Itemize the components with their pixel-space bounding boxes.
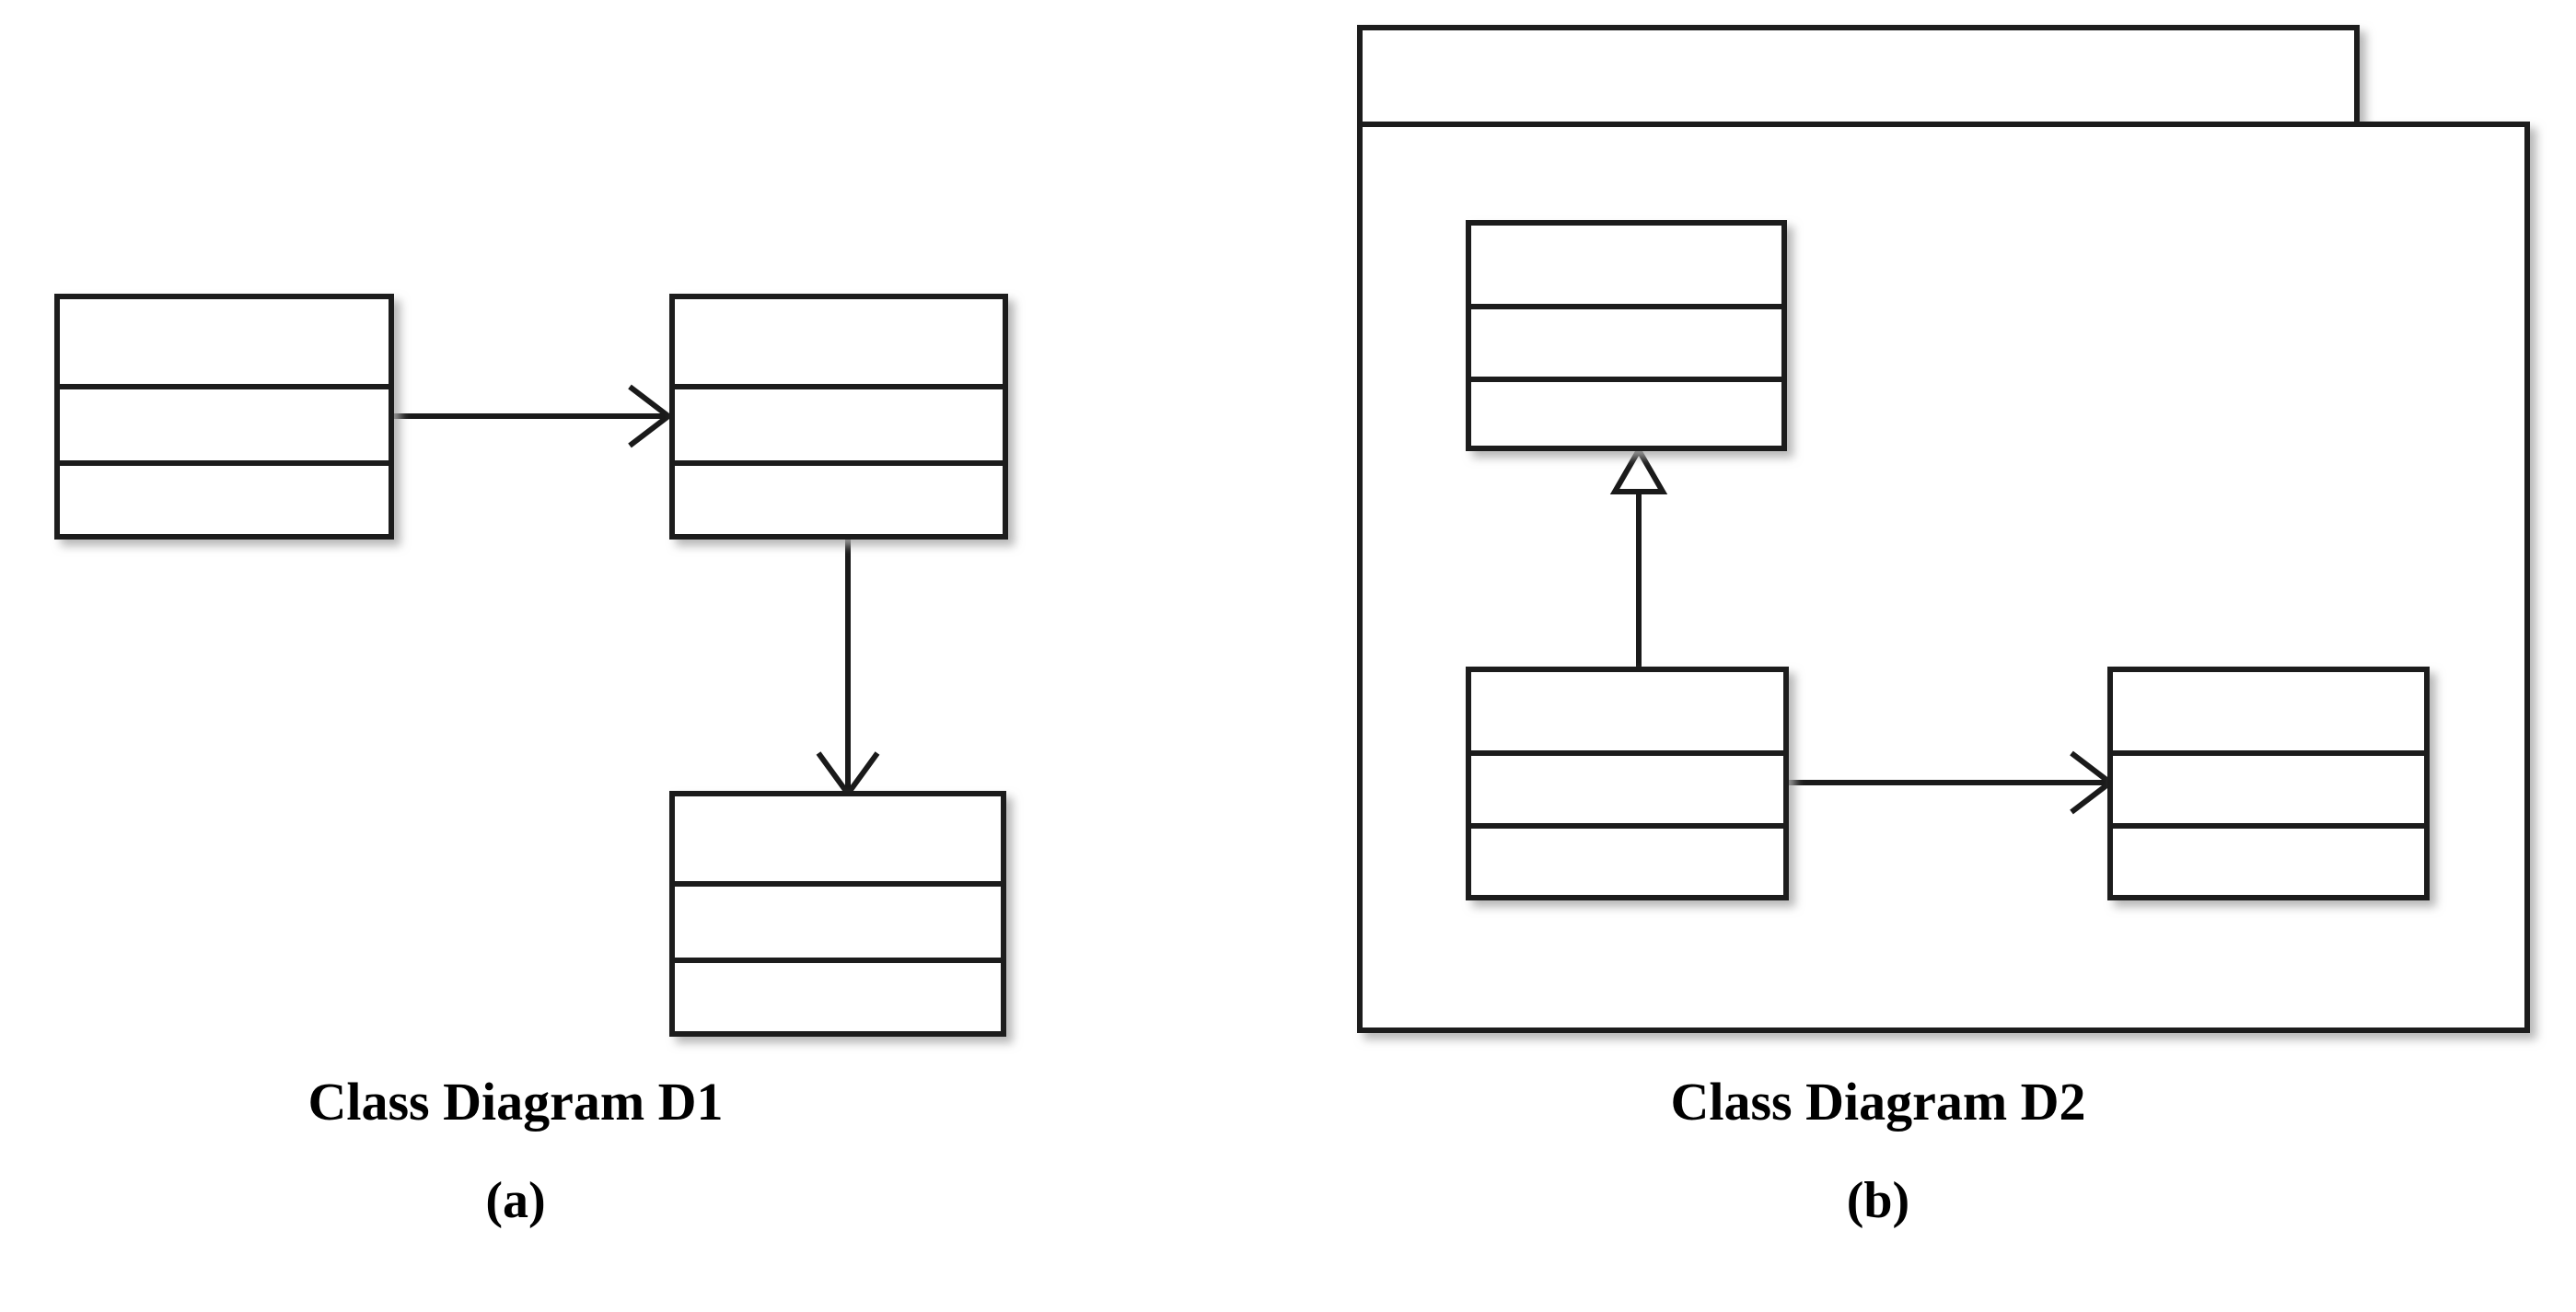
class-box-outline: [2107, 667, 2430, 900]
class-box-d1-right[interactable]: [669, 294, 1008, 540]
class-box-d1-left[interactable]: [54, 294, 394, 540]
class-box-outline: [1466, 667, 1789, 900]
class-box-outline: [1466, 220, 1787, 451]
association-left-to-right: [391, 384, 673, 448]
caption-letter-b: (b): [1846, 1172, 1910, 1229]
open-arrowhead-icon: [628, 384, 673, 448]
hollow-triangle-arrowhead-icon: [1609, 445, 1668, 494]
class-box-d1-bottom[interactable]: [669, 791, 1006, 1037]
generalization-bottomleft-to-top: [1609, 445, 1668, 668]
class-box-d2-bottom-right[interactable]: [2107, 667, 2430, 900]
subfigure-a: [54, 294, 1008, 1037]
class-box-outline: [54, 294, 394, 540]
caption-title-d1: Class Diagram D1: [307, 1072, 724, 1132]
caption-title-d2: Class Diagram D2: [1670, 1072, 2086, 1132]
class-box-d2-top[interactable]: [1466, 220, 1787, 451]
class-box-outline: [669, 791, 1006, 1037]
class-box-d2-bottom-left[interactable]: [1466, 667, 1789, 900]
class-box-outline: [669, 294, 1008, 540]
subfigure-b: [1357, 25, 2530, 1033]
association-right-to-bottom: [816, 537, 880, 799]
caption-letter-a: (a): [485, 1172, 546, 1229]
